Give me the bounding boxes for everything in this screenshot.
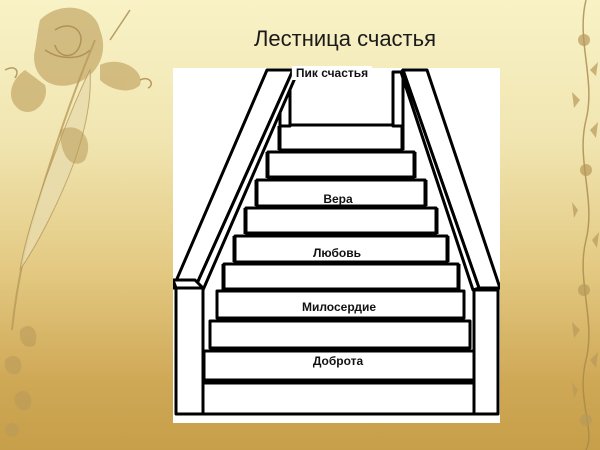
step-label-faith: Вера — [323, 192, 353, 206]
rose-feather-icon — [4, 7, 152, 437]
step-label-mercy: Милосердие — [301, 300, 377, 314]
peak-label: Пик счастья — [291, 66, 373, 80]
staircase-picture: Пик счастья Вера Любовь Милосердие Добро… — [173, 66, 500, 423]
step-label-kindness: Доброта — [312, 354, 364, 368]
staircase-icon — [173, 68, 500, 416]
step-label-love: Любовь — [312, 246, 362, 260]
slide-title: Лестница счастья — [253, 26, 437, 51]
floral-border-icon — [572, 0, 599, 450]
